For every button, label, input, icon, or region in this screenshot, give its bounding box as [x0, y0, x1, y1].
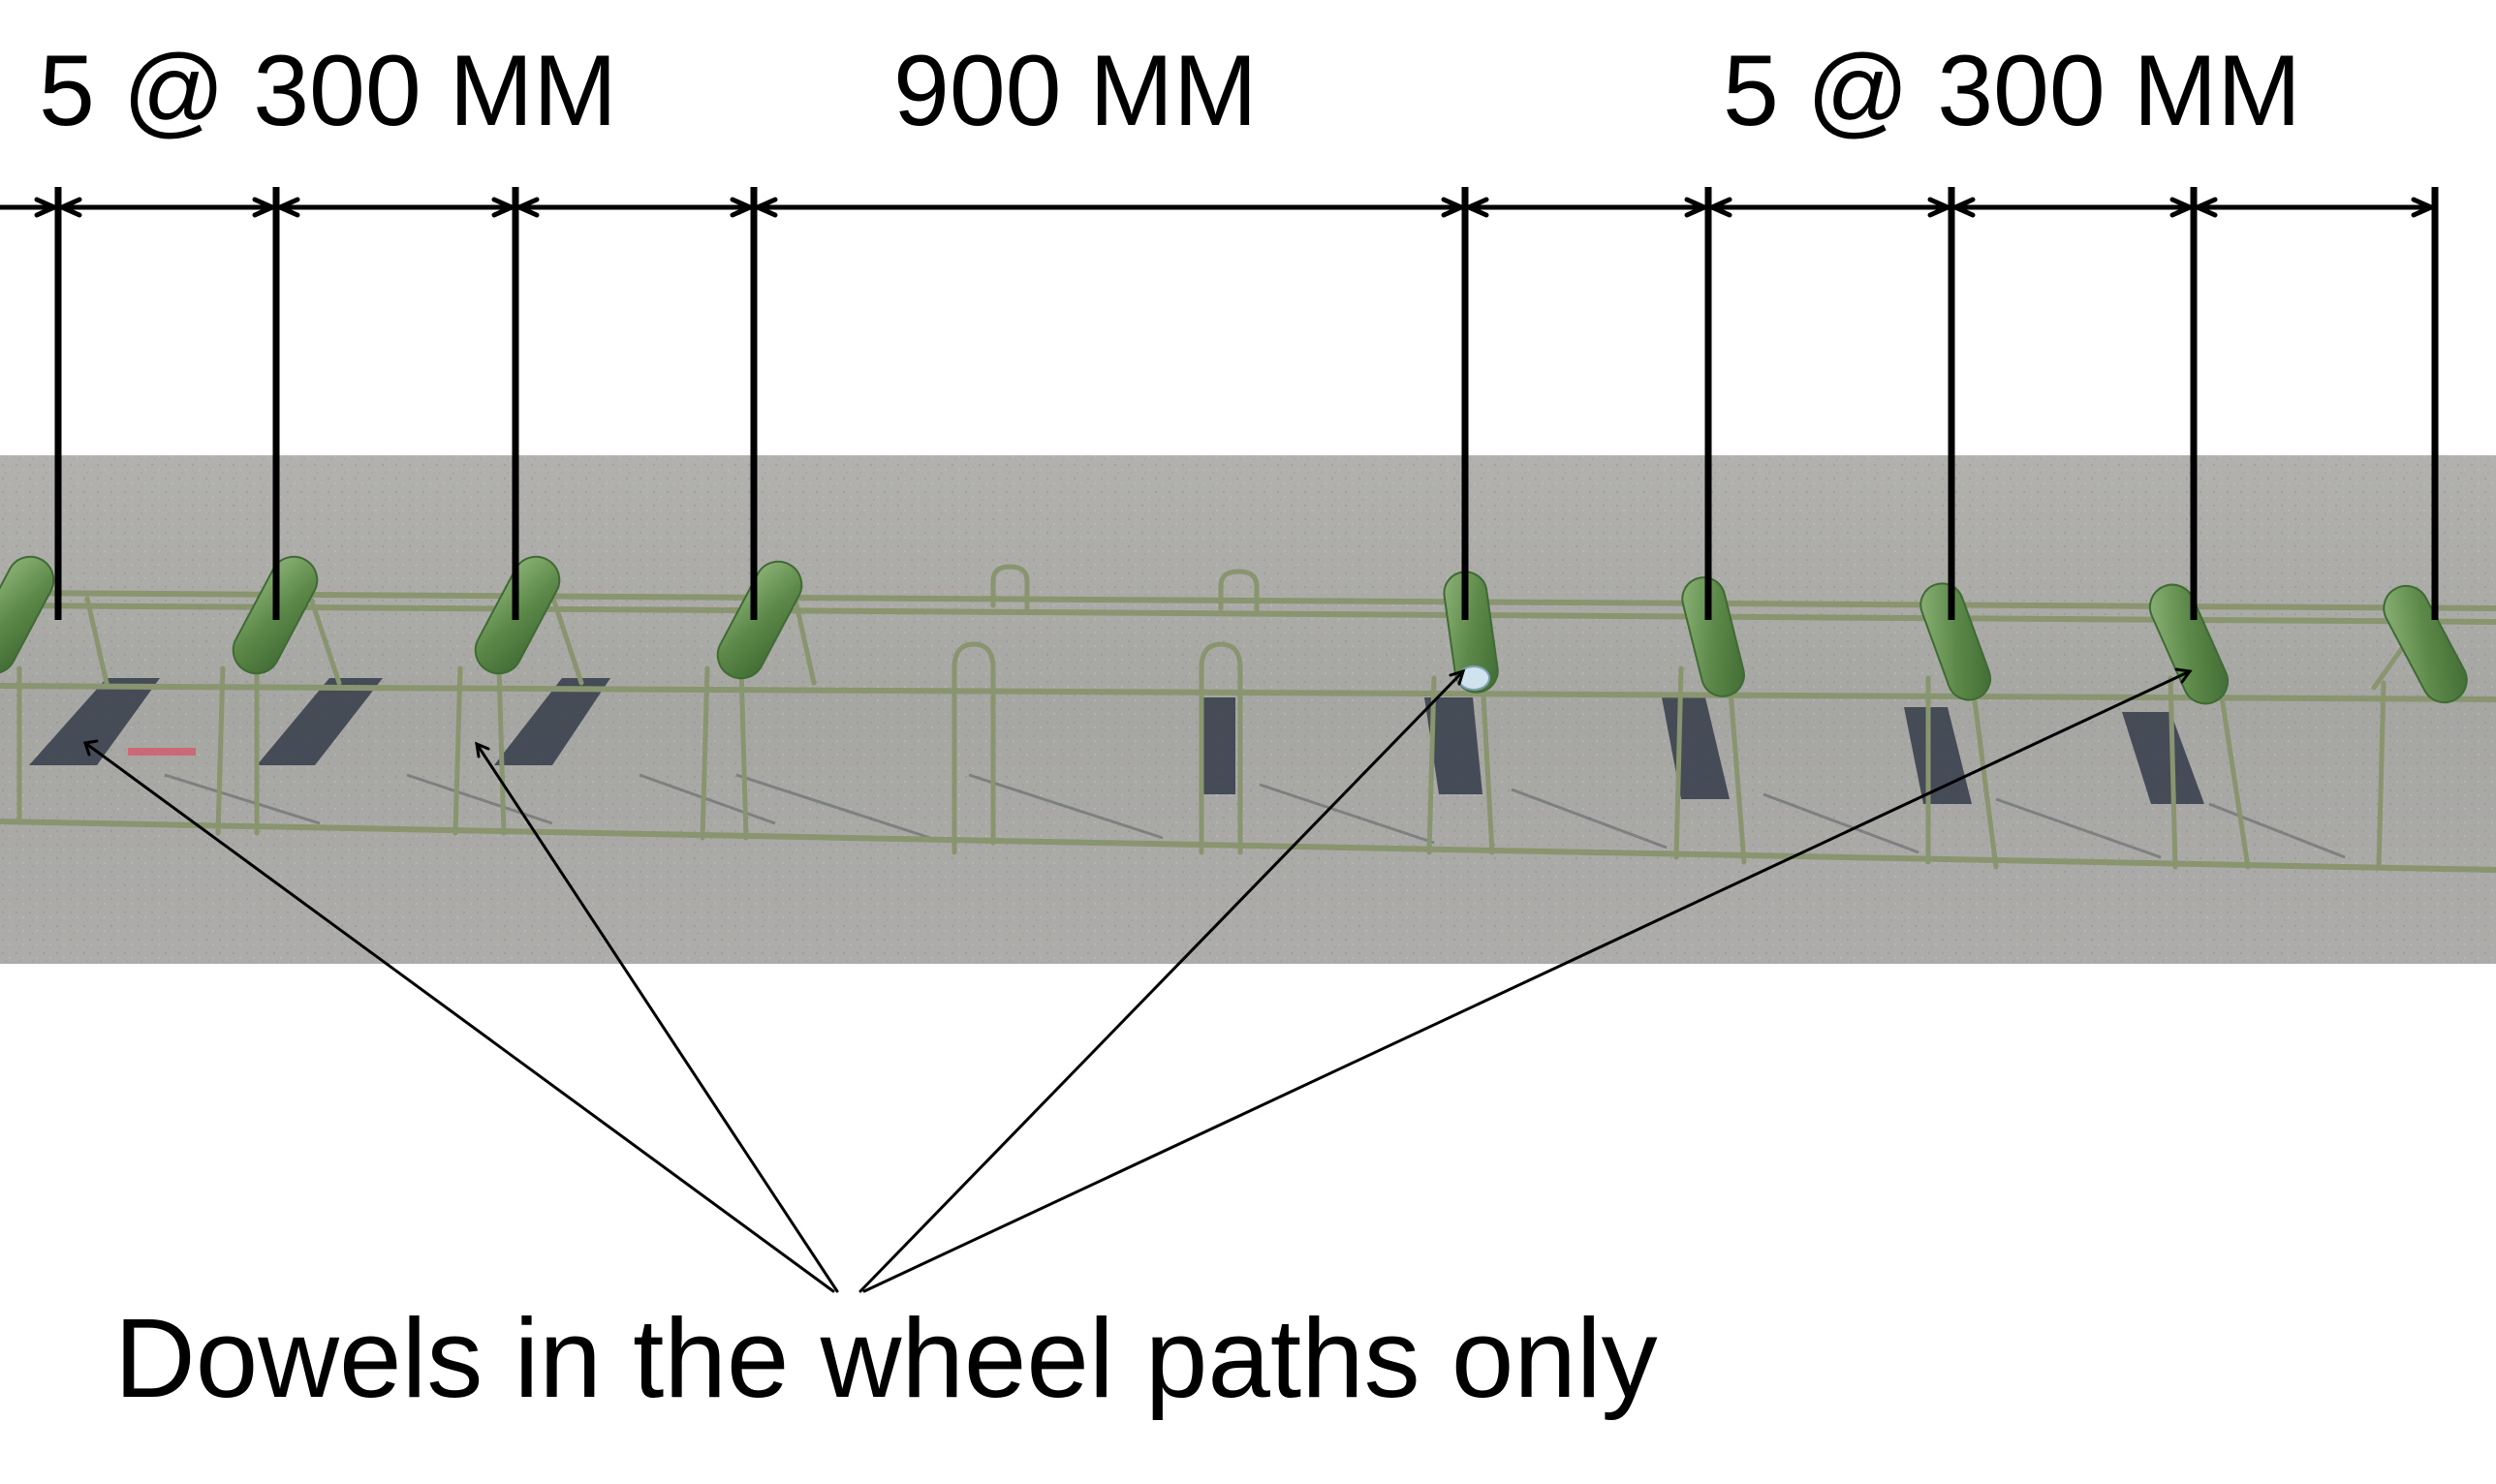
pavement-photo — [0, 455, 2496, 964]
callout-arrow-3 — [858, 669, 1465, 1293]
extension-lines — [54, 187, 2439, 620]
dimension-label-right: 5 @ 300 MM — [1723, 35, 2301, 147]
dimension-label-middle: 900 MM — [893, 35, 1258, 147]
diagram-caption: Dowels in the wheel paths only — [114, 1295, 1658, 1421]
dowel-bar-8 — [2148, 583, 2230, 705]
dimension-label-left: 5 @ 300 MM — [39, 35, 617, 147]
wire-shadows — [164, 773, 2346, 859]
dowel-basket-frame-icon — [0, 564, 2496, 873]
dowel-bar-4 — [716, 560, 803, 680]
dowel-bar-9 — [2383, 584, 2468, 704]
callout-arrow-2 — [475, 742, 839, 1293]
dowel-bar-1 — [0, 555, 55, 675]
callout-arrow-4 — [862, 669, 2192, 1293]
callout-arrow-1 — [83, 741, 835, 1293]
callout-arrow-icons — [83, 667, 2193, 1293]
dowel-bar-7 — [1919, 582, 1992, 701]
marker-paint — [128, 748, 196, 756]
dimension-arrow-icons — [0, 197, 2438, 218]
dowel-bar-6 — [1681, 576, 1745, 697]
